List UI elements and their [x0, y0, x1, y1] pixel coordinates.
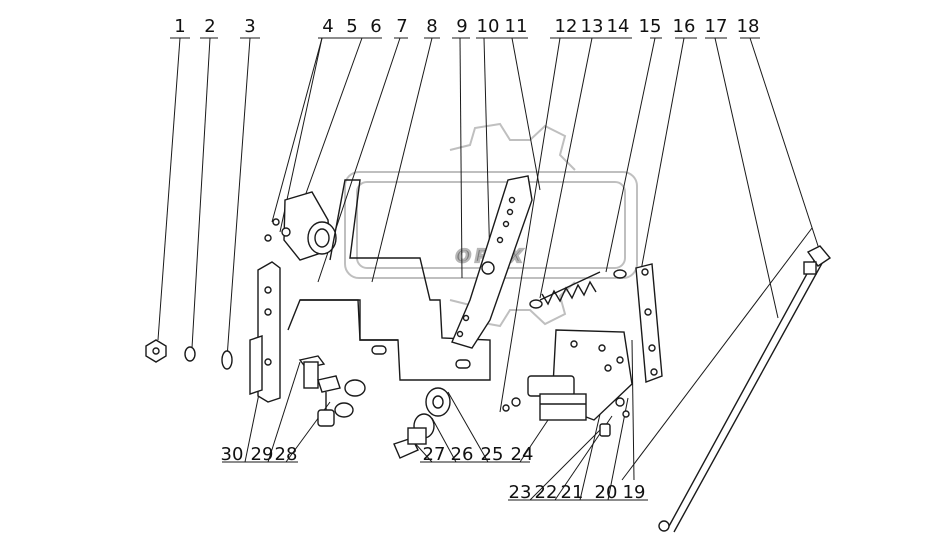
callout-number: 25: [481, 444, 504, 465]
callout-number: 29: [251, 444, 274, 465]
part-flat-washer: [221, 350, 233, 370]
part-brake-valve: [264, 191, 337, 261]
callout-number: 8: [426, 16, 437, 37]
callout-number: 21: [561, 482, 584, 503]
callout-number: 15: [639, 16, 662, 37]
part-return-spring: [529, 269, 627, 309]
part-mounting-bracket: [249, 261, 281, 403]
part-pedal-bolt: [393, 387, 451, 459]
callout-number: 28: [275, 444, 298, 465]
callout-number: 13: [581, 16, 604, 37]
callout-number: 5: [346, 16, 357, 37]
callout-number: 22: [535, 482, 558, 503]
callout-number: 12: [555, 16, 578, 37]
part-washer-a: [344, 379, 366, 397]
leader-lines: [157, 37, 821, 501]
part-bolts: [298, 355, 341, 427]
callout-number: 9: [456, 16, 467, 37]
part-brake-switch: [527, 375, 587, 421]
callout-number: 3: [244, 16, 255, 37]
callout-number: 10: [477, 16, 500, 37]
callout-number: 23: [509, 482, 532, 503]
callout-number: 18: [737, 16, 760, 37]
callout-number: 17: [705, 16, 728, 37]
callout-number: 19: [623, 482, 646, 503]
part-link-plate: [635, 263, 663, 383]
parts-drawing: [145, 175, 832, 533]
part-pedal-shaft: [287, 179, 491, 381]
part-small-fasteners: [502, 364, 670, 532]
part-fitting: [803, 245, 832, 275]
callout-number: 14: [607, 16, 630, 37]
callout-number: 1: [174, 16, 185, 37]
callout-number: 20: [595, 482, 618, 503]
callout-number: 27: [423, 444, 446, 465]
callout-number: 26: [451, 444, 474, 465]
part-nut: [145, 339, 167, 363]
callout-number: 30: [221, 444, 244, 465]
part-pedal-arm: [451, 175, 533, 349]
part-push-rod: [667, 249, 827, 533]
part-washer-b: [334, 402, 354, 418]
callout-number: 16: [673, 16, 696, 37]
callout-number: 2: [204, 16, 215, 37]
part-lock-washer: [184, 346, 196, 362]
callout-number: 7: [396, 16, 407, 37]
callout-number: 11: [505, 16, 528, 37]
callout-number: 24: [511, 444, 534, 465]
callout-number: 6: [370, 16, 381, 37]
callout-number: 4: [322, 16, 333, 37]
